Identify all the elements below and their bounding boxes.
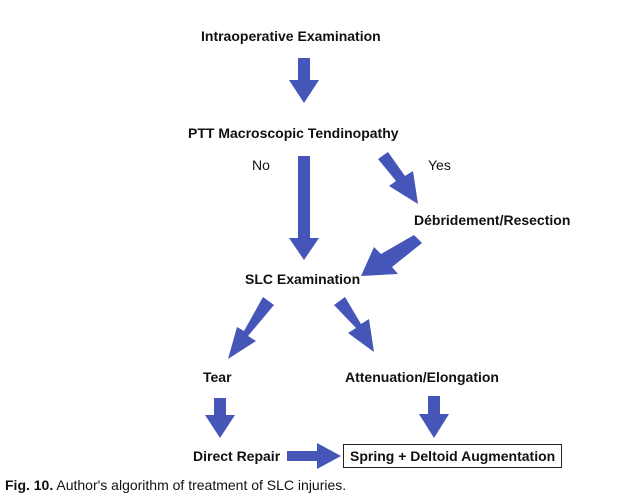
node-debridement-resection: Débridement/Resection xyxy=(414,212,571,228)
arrow-debridement-to-slc xyxy=(361,235,422,276)
figure-caption-text: Author's algorithm of treatment of SLC i… xyxy=(56,477,347,493)
branch-label-yes: Yes xyxy=(428,157,451,173)
figure-caption: Fig. 10. Author's algorithm of treatment… xyxy=(5,477,346,493)
arrow-intraop-to-ptt xyxy=(289,58,319,103)
arrow-ptt-to-debridement xyxy=(378,152,418,204)
node-ptt-macroscopic-tendinopathy: PTT Macroscopic Tendinopathy xyxy=(188,125,399,141)
branch-label-no: No xyxy=(252,157,270,173)
node-tear: Tear xyxy=(203,369,232,385)
figure-label: Fig. 10. xyxy=(5,477,54,493)
node-intraoperative-examination: Intraoperative Examination xyxy=(201,28,381,44)
arrow-slc-to-tear xyxy=(228,297,274,359)
arrow-attenuation-to-spring xyxy=(419,396,449,438)
arrow-direct-repair-to-spring xyxy=(287,443,341,469)
arrow-tear-to-direct-repair xyxy=(205,398,235,438)
arrow-ptt-to-slc xyxy=(289,156,319,260)
node-direct-repair: Direct Repair xyxy=(193,448,281,464)
node-attenuation-elongation: Attenuation/Elongation xyxy=(345,369,499,385)
node-slc-examination: SLC Examination xyxy=(245,271,361,287)
node-spring-deltoid-augmentation: Spring + Deltoid Augmentation xyxy=(343,444,563,468)
arrow-slc-to-attenuation xyxy=(334,297,374,352)
